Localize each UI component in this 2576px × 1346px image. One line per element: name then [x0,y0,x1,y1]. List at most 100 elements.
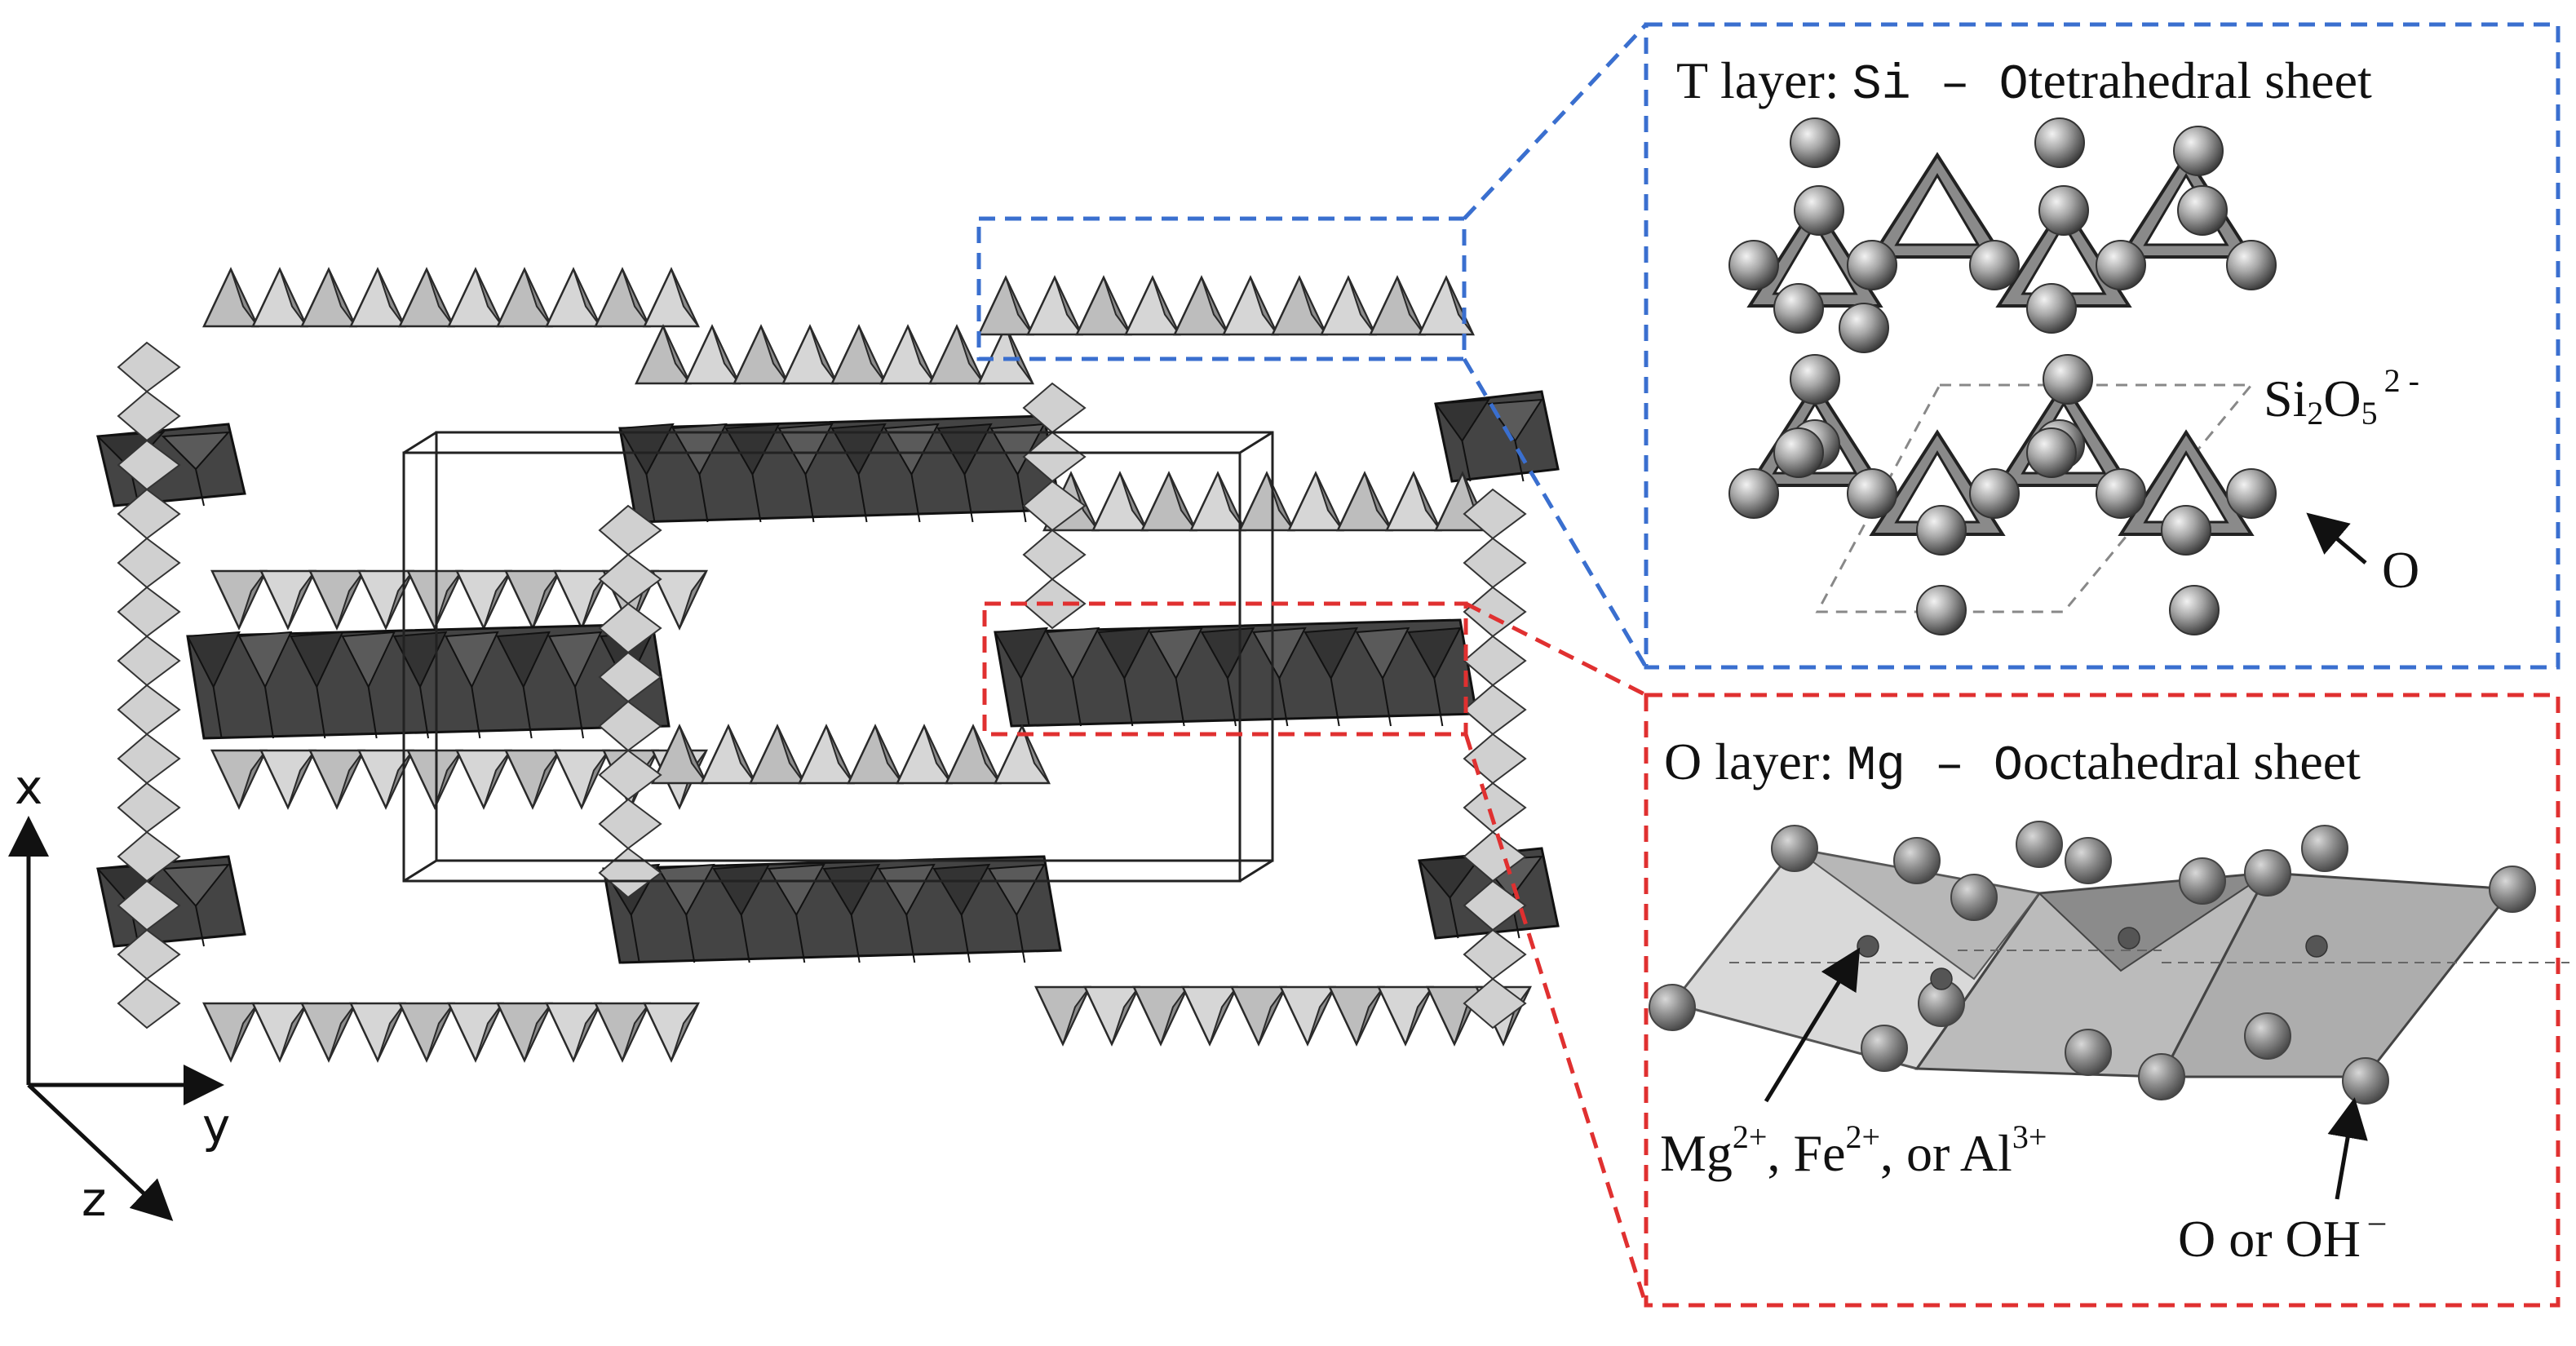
chain-tetrahedron [1022,578,1087,630]
chain-tetrahedron [117,781,181,834]
silica-tetrahedron [455,749,512,810]
oxygen-atom [2173,126,2224,176]
silica-tetrahedron [1385,471,1442,532]
chain-tetrahedron [117,537,181,589]
octahedron-edge [1016,474,1027,523]
silica-tetrahedron-face [1070,472,1099,531]
silica-tetrahedron-face [1315,472,1343,531]
chain-tetrahedron [1463,781,1527,834]
silica-tetrahedron [1287,471,1344,532]
chain-tetrahedron [1463,635,1527,687]
silica-tetrahedron [1320,275,1377,336]
silica-tetrahedron-face [972,725,1001,784]
silica-tetrahedron [700,724,757,785]
chain-tetrahedron [117,341,181,393]
octahedron [392,631,448,689]
oxygen-atom [1916,585,1967,635]
top-left-tetrahedral-ribbon [202,267,700,328]
silica-tetrahedron-face [230,1003,259,1061]
silica-tetrahedron [553,749,610,810]
octahedron [657,863,715,917]
octahedron [932,863,991,917]
octahedron-edge [419,686,429,739]
octahedron-edge [1016,914,1026,963]
silica-tetrahedron-face [1258,986,1286,1045]
silica-tetrahedron-face [1364,472,1392,531]
octahedron [1407,627,1462,680]
oxygen-or-hydroxyl-atom [2244,849,2291,897]
octahedron-edge [367,686,378,739]
silica-tetrahedron-face [532,750,560,808]
lower-center-tetrahedral-ribbon [651,724,1051,785]
silica-tetrahedron-face [1168,472,1197,531]
silica-tetrahedron [1181,985,1238,1047]
silica-tetrahedron [847,724,904,785]
oxygen-atom [2026,283,2077,334]
silica-tetrahedron [781,324,839,385]
silica-tetrahedron [259,749,316,810]
silica-tetrahedron [1377,985,1434,1047]
silica-tetrahedron [398,267,455,328]
oxygen-atom [1728,468,1779,519]
silica-tetrahedron-face [1062,986,1091,1045]
chain-tetrahedron [598,798,662,850]
o-layer-highlight-box [982,601,1468,737]
oxygen-or-hydroxyl-atom [2342,1057,2389,1105]
left-chain-column [117,341,181,1029]
chain-tetrahedron [1463,537,1527,589]
silica-tetrahedron-face [622,268,650,327]
silica-tetrahedron-face [328,268,356,327]
t-connector-bottom [1462,357,1649,669]
silica-tetrahedron [545,1002,602,1063]
silica-tetrahedron-face [760,325,789,384]
octahedron [671,423,728,476]
octahedron [830,423,887,476]
octahedron-edge [740,914,750,963]
metal-cation [2118,927,2140,950]
silica-tetrahedron-face [679,570,707,629]
silica-tetrahedron [1124,275,1181,336]
oxygen-or-hydroxyl-atom [1861,1025,1908,1072]
octahedron [547,631,603,689]
anion-label: O or OH– [2178,1202,2386,1268]
oxygen-or-hydroxyl-atom [1893,837,1941,884]
silica-tetrahedron-face [1299,277,1327,335]
lower-center-octahedral-band [602,855,1062,964]
silica-tetrahedron [1034,985,1091,1047]
t-connector-top [1463,23,1648,220]
silica-tetrahedron [1189,471,1246,532]
silica-tetrahedron-face [1396,277,1425,335]
octahedron [1252,627,1307,680]
silica-tetrahedron [1238,471,1295,532]
octahedron-edge [522,686,533,739]
silica-tetrahedron-face [573,268,601,327]
octahedron-edge [751,474,762,523]
oxygen-or-hydroxyl-atom [2301,825,2348,872]
silica-tetrahedron-face [1348,277,1376,335]
octahedron-edge [264,686,274,739]
silica-tetrahedron-face [1413,472,1441,531]
oxygen-atom [2226,468,2277,519]
octahedron [1097,627,1152,680]
center-right-chain-column [1022,382,1087,630]
oxygen-atom [2038,185,2089,236]
octahedron [496,631,551,689]
silica-tetrahedron [251,1002,308,1063]
octahedron-edge [1175,678,1185,727]
silica-tetrahedron-face [1103,277,1131,335]
octahedron [1149,627,1204,680]
oxygen-atom [1839,303,1889,353]
silica-tetrahedron-face [426,268,454,327]
cation-label: Mg2+, Fe2+, or Al3+ [1660,1118,2047,1182]
octahedron-edge [195,468,205,507]
silica-tetrahedron [1075,275,1132,336]
chain-tetrahedron [117,635,181,687]
silica-tetrahedron [1279,985,1336,1047]
octahedron [936,423,993,476]
top-right-tetrahedral-ribbon [977,275,1475,336]
octahedron [883,423,940,476]
silica-tetrahedron [300,267,357,328]
t-layer-panel [1644,22,2561,670]
silica-tetrahedron [733,324,790,385]
octahedron [341,631,396,689]
